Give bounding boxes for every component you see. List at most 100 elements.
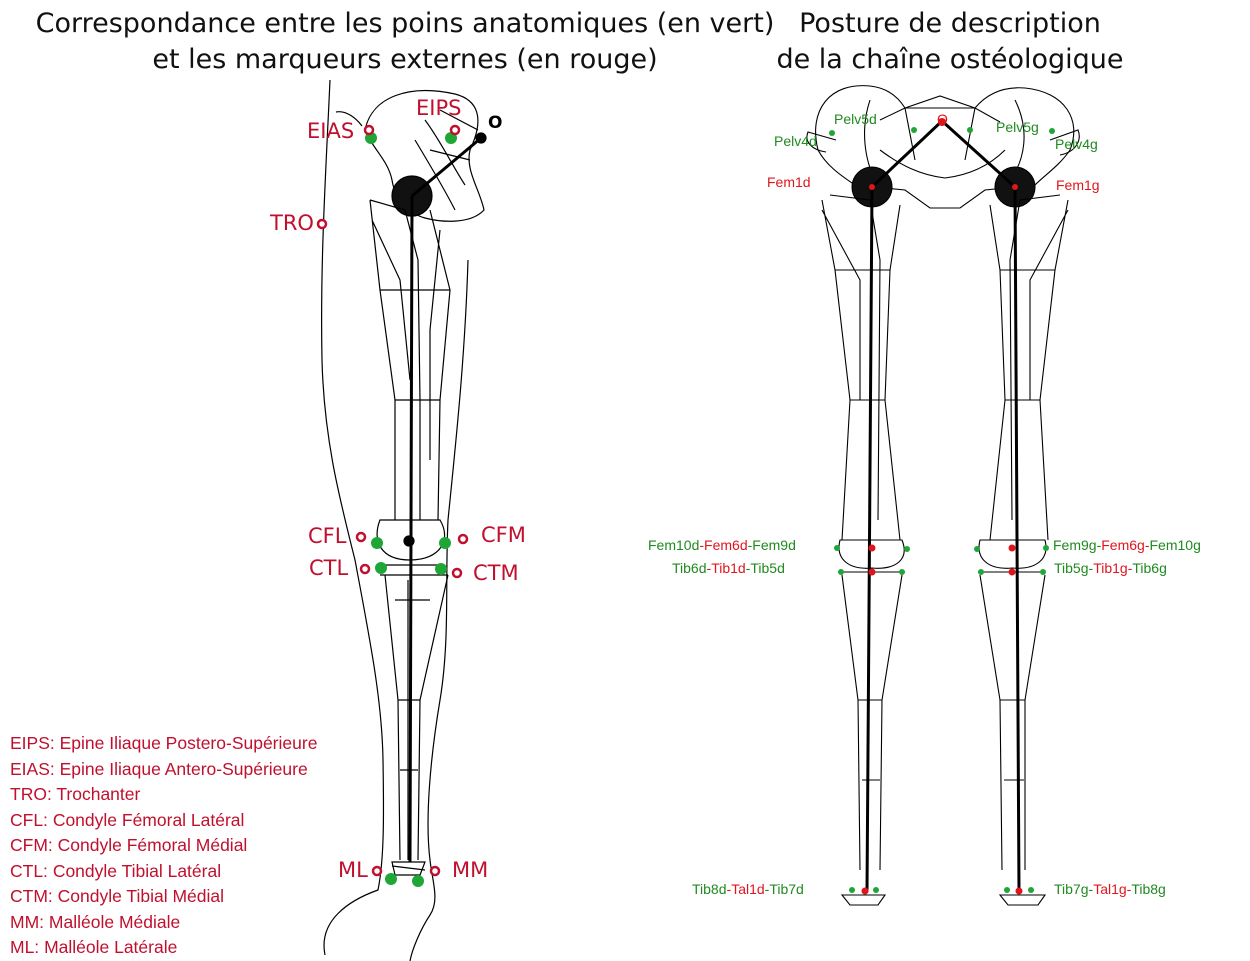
ctl-point	[375, 562, 387, 574]
hip-axis	[412, 138, 481, 196]
pelvis-axis-right	[872, 121, 942, 187]
legend-text: Malléole Médiale	[49, 912, 180, 932]
tib6g-point	[1040, 569, 1046, 575]
body-outline-back	[322, 80, 384, 955]
legend-abbr: CFL:	[10, 808, 48, 834]
legend-abbr: CTL:	[10, 859, 48, 885]
label-tal1g: Tal1g	[1093, 881, 1126, 897]
label-knee-left: Fem9g-Fem6g-Fem10g	[1053, 537, 1201, 553]
label-ctm: CTM	[473, 561, 519, 585]
legend-abbr: CTM:	[10, 884, 53, 910]
label-ctl: CTL	[309, 556, 348, 580]
pelv5g-point	[967, 127, 973, 133]
label-tib6d: Tib6d	[672, 560, 707, 576]
cfm-marker	[459, 535, 467, 543]
ml-marker	[373, 867, 381, 875]
femur-left-wireframe	[990, 195, 1068, 540]
label-ml: ML	[338, 858, 368, 882]
pelvis-front-lines	[865, 96, 1025, 180]
label-mm: MM	[452, 858, 488, 882]
label-tal1d: Tal1d	[731, 881, 764, 897]
label-fem9g: Fem9g	[1053, 537, 1097, 553]
tro-marker	[318, 220, 326, 228]
legend-abbr: MM:	[10, 910, 44, 936]
tibia-right-wireframe	[842, 575, 902, 870]
label-tib1g: Tib1g	[1093, 560, 1128, 576]
fem1g-joint	[1012, 184, 1018, 190]
fem10d-point	[834, 545, 840, 551]
legend-row: MM: Malléole Médiale	[10, 910, 317, 936]
label-tib7g: Tib7g	[1054, 881, 1089, 897]
tibia-left-wireframe	[980, 575, 1045, 870]
tib8g-point	[1028, 887, 1034, 893]
label-fem6g: Fem6g	[1101, 537, 1145, 553]
leg-axis-left	[1015, 187, 1019, 892]
origin-point	[476, 133, 486, 143]
label-eips: EIPS	[416, 96, 461, 120]
label-fem1g: Fem1g	[1056, 177, 1100, 193]
legend-row: EIPS: Epine Iliaque Postero-Supérieure	[10, 731, 317, 757]
label-pelv5d: Pelv5d	[834, 111, 877, 127]
ctm-marker	[453, 569, 461, 577]
label-ankle-left: Tib7g-Tal1g-Tib8g	[1054, 881, 1166, 897]
legend-row: TRO: Trochanter	[10, 782, 317, 808]
legend-abbr: TRO:	[10, 782, 52, 808]
legend-text: Condyle Tibial Latéral	[53, 861, 221, 881]
label-tib7d: Tib7d	[769, 881, 804, 897]
label-knee-right: Fem10d-Fem6d-Fem9d	[648, 537, 796, 553]
legend-abbr: EIPS:	[10, 731, 55, 757]
mm-marker	[431, 867, 439, 875]
legend-text: Condyle Tibial Médial	[58, 886, 224, 906]
knee-center-point	[404, 536, 414, 546]
legend-text: Condyle Fémoral Médial	[58, 835, 248, 855]
cfl-point	[371, 537, 383, 549]
label-fem10d: Fem10d	[648, 537, 699, 553]
tib5d-point	[899, 569, 905, 575]
label-tro: TRO	[269, 211, 314, 235]
legend-text: Epine Iliaque Antero-Supérieure	[60, 759, 308, 779]
legend-row: CTL: Condyle Tibial Latéral	[10, 859, 317, 885]
label-fem10g: Fem10g	[1150, 537, 1201, 553]
ctm-point	[435, 563, 447, 575]
mm-point	[412, 875, 424, 887]
fem1d-joint	[869, 184, 875, 190]
fem6g-joint	[1009, 545, 1016, 552]
eias-marker	[365, 126, 373, 134]
fem9g-point	[974, 546, 980, 552]
fem6d-joint	[869, 545, 876, 552]
tib1d-joint	[869, 569, 876, 576]
legend-text: Epine Iliaque Postero-Supérieure	[60, 733, 318, 753]
label-tib5d: Tib5d	[750, 560, 785, 576]
tib1g-joint	[1009, 569, 1016, 576]
label-tib-left: Tib5g-Tib1g-Tib6g	[1054, 560, 1167, 576]
legend-row: EIAS: Epine Iliaque Antero-Supérieure	[10, 757, 317, 783]
label-pelv4d: Pelv4d	[774, 133, 817, 149]
label-pelv4g: Pelv4g	[1055, 136, 1098, 152]
label-tib8d: Tib8d	[692, 881, 727, 897]
label-o-left: O	[488, 113, 502, 133]
legend-abbr: CFM:	[10, 833, 53, 859]
tib5g-point	[978, 569, 984, 575]
label-tib-right: Tib6d-Tib1d-Tib5d	[672, 560, 785, 576]
foot-right-wireframe	[842, 895, 885, 905]
legend-row: ML: Malléole Latérale	[10, 935, 317, 961]
label-fem6d: Fem6d	[704, 537, 748, 553]
tib7g-point	[1004, 887, 1010, 893]
legend-text: Condyle Fémoral Latéral	[53, 810, 245, 830]
abbreviation-legend: EIPS: Epine Iliaque Postero-Supérieure E…	[10, 731, 317, 961]
fem10g-point	[1043, 545, 1049, 551]
right-anatomical-points	[829, 127, 1055, 893]
label-tib5g: Tib5g	[1054, 560, 1089, 576]
legend-abbr: EIAS:	[10, 757, 55, 783]
pelv4g-point	[1049, 128, 1055, 134]
label-ankle-right: Tib8d-Tal1d-Tib7d	[692, 881, 804, 897]
label-eias: EIAS	[307, 119, 354, 143]
legend-abbr: ML:	[10, 935, 39, 961]
fem9d-point	[904, 546, 910, 552]
cfm-point	[439, 537, 451, 549]
tib6d-point	[838, 569, 844, 575]
tib7d-point	[873, 887, 879, 893]
left-figure	[322, 80, 486, 961]
ml-point	[385, 873, 397, 885]
legend-row: CFL: Condyle Fémoral Latéral	[10, 808, 317, 834]
